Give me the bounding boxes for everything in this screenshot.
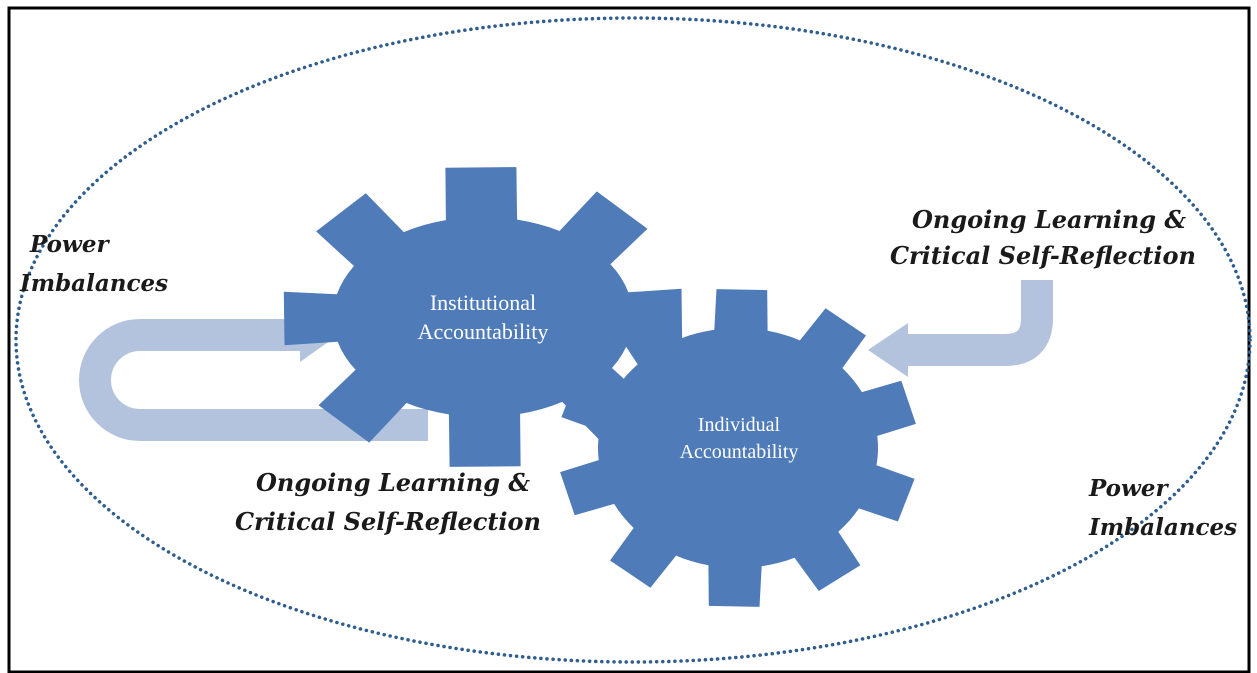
learning-bottom-left-line2: Critical Self-Reflection (235, 507, 541, 536)
power-imbalances-top-left-line1: Power (29, 231, 110, 258)
individual-gear (560, 289, 916, 607)
right-feedback-arrow (868, 280, 1053, 377)
individual-gear-label-line2: Accountability (680, 441, 799, 463)
power-imbalances-top-left-line2: Imbalances (19, 270, 168, 297)
individual-gear-label-line1: Individual (698, 414, 781, 436)
learning-bottom-left-line1: Ongoing Learning & (256, 468, 530, 497)
institutional-gear-label-line1: Institutional (430, 290, 536, 315)
learning-top-right-line1: Ongoing Learning & (912, 205, 1186, 234)
power-imbalances-bottom-right-line2: Imbalances (1088, 514, 1237, 541)
gear-individual-shape (560, 289, 916, 607)
power-imbalances-bottom-right-line1: Power (1088, 475, 1169, 502)
boundary-ellipse (14, 16, 1252, 664)
institutional-gear-label-line2: Accountability (418, 319, 549, 344)
learning-top-right-line2: Critical Self-Reflection (890, 241, 1196, 270)
